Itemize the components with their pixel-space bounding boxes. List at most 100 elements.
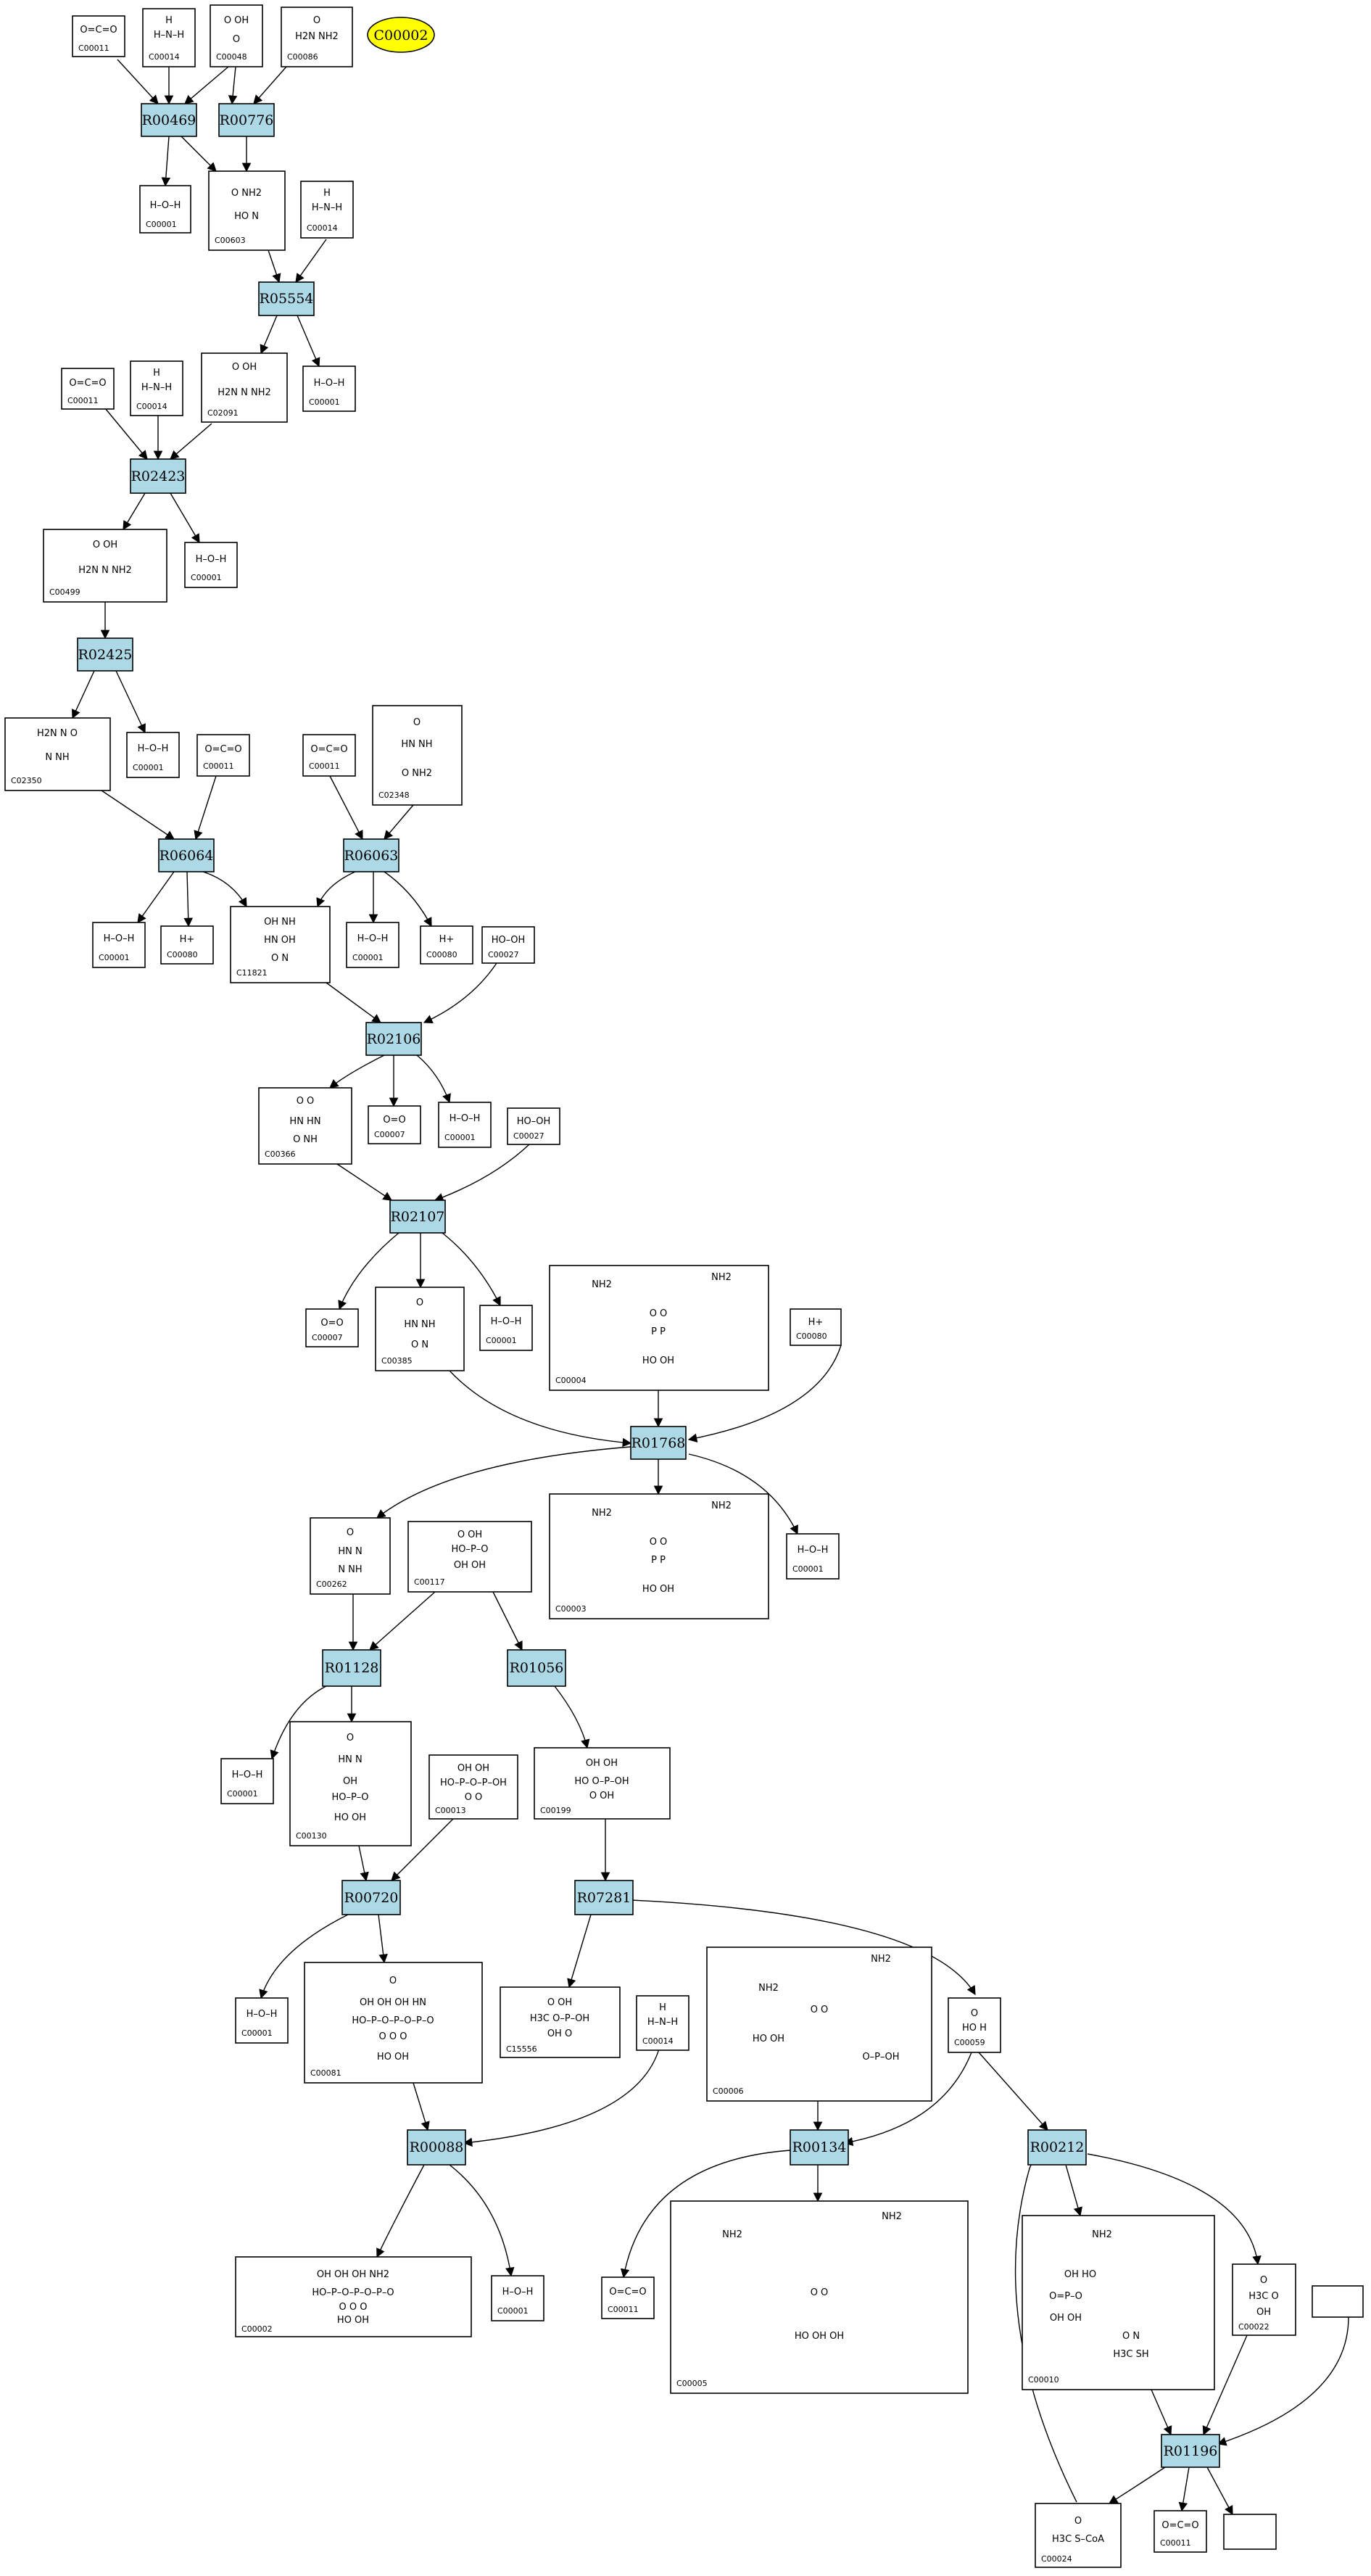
reaction-r05554[interactable]: R05554 bbox=[258, 281, 315, 316]
compound-c00262[interactable]: O HN N N NH C00262 bbox=[310, 1517, 391, 1595]
compound-c00005[interactable]: NH2 NH2 O O HO OH OH C00005 bbox=[670, 2200, 969, 2394]
compound-c00001-h[interactable]: H–O–H C00001 bbox=[479, 1305, 533, 1351]
compound-c00080-b[interactable]: H+ C00080 bbox=[420, 925, 473, 965]
reaction-r02425[interactable]: R02425 bbox=[77, 637, 133, 672]
reaction-r00776[interactable]: R00776 bbox=[218, 103, 275, 137]
compound-c00080-c[interactable]: H+ C00080 bbox=[790, 1308, 842, 1346]
svg-text:C00001: C00001 bbox=[309, 397, 340, 407]
svg-text:C00004: C00004 bbox=[555, 1376, 587, 1385]
reaction-r01768[interactable]: R01768 bbox=[630, 1426, 687, 1460]
compound-c00059[interactable]: O HO H C00059 bbox=[948, 1997, 1001, 2053]
compound-c00081[interactable]: O OH OH OH HN HO–P–O–P–O–P–O O O O HO OH… bbox=[304, 1962, 483, 2084]
compound-c00001-g[interactable]: H–O–H C00001 bbox=[438, 1102, 492, 1148]
svg-text:O NH2: O NH2 bbox=[402, 768, 432, 779]
compound-c02350[interactable]: H2N N O N NH C02350 bbox=[4, 717, 111, 791]
compound-c00048[interactable]: O OH O C00048 bbox=[210, 4, 263, 67]
svg-text:H–O–H: H–O–H bbox=[247, 2009, 278, 2020]
compound-c00001-f[interactable]: H–O–H C00001 bbox=[346, 922, 399, 968]
compound-c00011-b[interactable]: O=C=O C00011 bbox=[61, 368, 115, 410]
compound-c00027-b[interactable]: HO–OH C00027 bbox=[507, 1107, 560, 1145]
compound-c00001-c[interactable]: H–O–H C00001 bbox=[184, 542, 238, 588]
compound-c00014-b[interactable]: H H–N–H C00014 bbox=[300, 181, 354, 239]
reaction-r02106[interactable]: R02106 bbox=[365, 1022, 422, 1056]
reaction-r00469[interactable]: R00469 bbox=[141, 103, 197, 137]
compound-c00001-l[interactable]: H–O–H C00001 bbox=[491, 2275, 544, 2321]
svg-text:C00117: C00117 bbox=[414, 1577, 445, 1587]
reaction-r00134[interactable]: R00134 bbox=[790, 2129, 849, 2166]
svg-text:O O: O O bbox=[650, 1308, 668, 1319]
compound-c00003[interactable]: NH2 NH2 O O P P HO OH C00003 bbox=[549, 1493, 769, 1619]
compound-c00001-b[interactable]: H–O–H C00001 bbox=[302, 366, 356, 412]
compound-c00001-a[interactable]: H–O–H C00001 bbox=[139, 185, 191, 234]
reaction-r00720[interactable]: R00720 bbox=[341, 1880, 401, 1915]
reaction-r00088[interactable]: R00088 bbox=[407, 2129, 466, 2166]
compound-c02348[interactable]: O HN NH O NH2 C02348 bbox=[372, 705, 463, 806]
reaction-r00212[interactable]: R00212 bbox=[1027, 2129, 1087, 2166]
compound-c00117[interactable]: O OH HO–P–O OH OH C00117 bbox=[407, 1521, 532, 1593]
svg-text:O=O: O=O bbox=[320, 1318, 343, 1329]
compound-c00027-a[interactable]: HO–OH C00027 bbox=[481, 926, 535, 964]
svg-text:C00001: C00001 bbox=[227, 1789, 258, 1799]
svg-text:C00130: C00130 bbox=[296, 1831, 327, 1841]
compound-c00001-d[interactable]: H–O–H C00001 bbox=[126, 732, 180, 778]
svg-text:HO OH: HO OH bbox=[337, 2315, 369, 2326]
compound-c00024[interactable]: O H3C S–CoA C00024 bbox=[1035, 2503, 1122, 2568]
compound-c00022[interactable]: O H3C O OH C00022 bbox=[1232, 2263, 1296, 2336]
compound-c00086[interactable]: O H2N NH2 C00086 bbox=[281, 7, 353, 67]
compound-c00014-c[interactable]: H H–N–H C00014 bbox=[130, 360, 183, 416]
compound-c00011-e[interactable]: O=C=O C00011 bbox=[601, 2276, 655, 2319]
compound-c00199[interactable]: OH OH HO O–P–OH O OH C00199 bbox=[534, 1747, 671, 1820]
compound-c00001-j[interactable]: H–O–H C00001 bbox=[220, 1758, 274, 1804]
compound-c00007-b[interactable]: O=O C00007 bbox=[305, 1308, 359, 1347]
compound-c00006[interactable]: NH2 NH2 O O HO OH O–P–OH C00006 bbox=[706, 1947, 932, 2102]
reaction-r01196[interactable]: R01196 bbox=[1161, 2434, 1220, 2468]
compound-empty-a[interactable] bbox=[1312, 2285, 1364, 2318]
compound-c00014-d[interactable]: H H–N–H C00014 bbox=[636, 1995, 689, 2051]
svg-text:C00048: C00048 bbox=[216, 52, 247, 62]
compound-c00001-i[interactable]: H–O–H C00001 bbox=[786, 1533, 840, 1580]
svg-text:H–O–H: H–O–H bbox=[502, 2287, 534, 2298]
reaction-r06064[interactable]: R06064 bbox=[158, 838, 215, 872]
compound-c00010[interactable]: NH2 OH HO O=P–O OH OH O N H3C SH C00010 bbox=[1022, 2215, 1215, 2390]
reaction-r02423[interactable]: R02423 bbox=[130, 458, 186, 494]
compound-c00002[interactable]: OH OH OH NH2 HO–P–O–P–O–P–O O O O HO OH … bbox=[235, 2256, 472, 2337]
compound-c00603[interactable]: O NH2 HO N C00603 bbox=[208, 170, 286, 251]
svg-text:C00199: C00199 bbox=[540, 1806, 571, 1815]
svg-text:H+: H+ bbox=[439, 934, 455, 945]
compound-c00385[interactable]: O HN NH O N C00385 bbox=[375, 1287, 465, 1371]
start-node-c00002[interactable]: C00002 bbox=[367, 17, 435, 53]
compound-c00130[interactable]: O HN N OH HO–P–O HO OH C00130 bbox=[289, 1721, 412, 1846]
svg-text:H–O–H: H–O–H bbox=[314, 378, 345, 389]
compound-c15556[interactable]: O OH H3C O–P–OH OH O C15556 bbox=[500, 1986, 621, 2058]
compound-c00080-a[interactable]: H+ C00080 bbox=[160, 925, 214, 965]
reaction-r07281[interactable]: R07281 bbox=[574, 1880, 634, 1915]
compound-c00001-k[interactable]: H–O–H C00001 bbox=[235, 1997, 289, 2044]
svg-text:HO–P–O: HO–P–O bbox=[331, 1792, 368, 1803]
svg-text:HO–P–O–P–O–P–O: HO–P–O–P–O–P–O bbox=[312, 2287, 394, 2298]
svg-text:H–O–H: H–O–H bbox=[196, 554, 227, 565]
reaction-r01056[interactable]: R01056 bbox=[507, 1649, 566, 1687]
svg-text:C00081: C00081 bbox=[310, 2068, 341, 2078]
svg-text:HO–OH: HO–OH bbox=[517, 1116, 551, 1127]
compound-c00011-top[interactable]: O=C=O C00011 bbox=[72, 15, 125, 57]
compound-c00001-e[interactable]: H–O–H C00001 bbox=[92, 922, 146, 968]
compound-c02091[interactable]: O OH H2N N NH2 C02091 bbox=[201, 352, 288, 423]
reaction-r02107[interactable]: R02107 bbox=[389, 1200, 446, 1234]
compound-empty-b[interactable] bbox=[1223, 2514, 1277, 2550]
svg-text:O: O bbox=[347, 1527, 354, 1538]
reaction-r01128[interactable]: R01128 bbox=[322, 1649, 381, 1687]
compound-c00011-f[interactable]: O=C=O C00011 bbox=[1153, 2510, 1207, 2553]
svg-text:H–N–H: H–N–H bbox=[647, 2017, 678, 2028]
compound-c00004[interactable]: NH2 NH2 O O P P HO OH C00004 bbox=[549, 1265, 769, 1391]
compound-c00007-a[interactable]: O=O C00007 bbox=[368, 1105, 421, 1144]
compound-c00011-c[interactable]: O=C=O C00011 bbox=[196, 734, 250, 777]
compound-c00014-top[interactable]: H H–N–H C00014 bbox=[142, 8, 196, 67]
compound-c00366[interactable]: O O HN HN O NH C00366 bbox=[258, 1087, 352, 1165]
svg-text:H: H bbox=[165, 15, 173, 26]
svg-text:HO H: HO H bbox=[962, 2023, 987, 2034]
compound-c11821[interactable]: OH NH HN OH O N C11821 bbox=[230, 906, 331, 983]
reaction-r06063[interactable]: R06063 bbox=[343, 838, 399, 872]
compound-c00499[interactable]: O OH H2N N NH2 C00499 bbox=[43, 529, 167, 603]
compound-c00013[interactable]: OH OH HO–P–O–P–OH O O C00013 bbox=[428, 1754, 518, 1820]
compound-c00011-d[interactable]: O=C=O C00011 bbox=[302, 734, 356, 777]
